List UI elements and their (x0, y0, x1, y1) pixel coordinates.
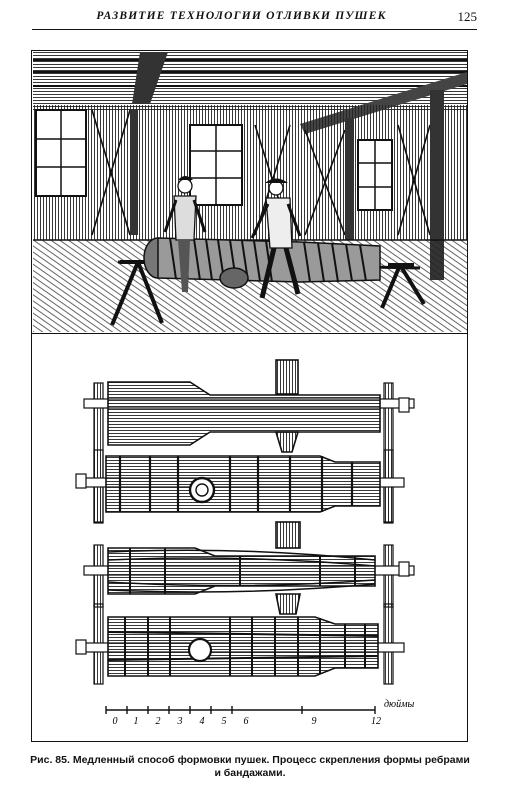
workshop-scene (33, 52, 467, 332)
window (35, 109, 87, 197)
figure-divider (32, 333, 467, 334)
window (357, 139, 393, 211)
back-wall (33, 105, 467, 240)
mold-stage-ribbed (75, 449, 405, 523)
scale-tick-label: 9 (312, 716, 317, 727)
scale-bar: 0 1 2 3 4 5 6 9 12 дюймы (105, 699, 414, 727)
figure-frame (31, 50, 468, 742)
sawhorse (380, 263, 426, 309)
running-title: РАЗВИТИЕ ТЕХНОЛОГИИ ОТЛИВКИ ПУШЕК (96, 10, 387, 22)
window (189, 124, 243, 206)
ceiling-beam (132, 52, 168, 104)
worker-figure (250, 178, 302, 299)
mold-on-spindle (117, 237, 421, 289)
header-rule (32, 29, 477, 30)
figure-caption: Рис. 85. Медленный способ формовки пушек… (30, 754, 470, 779)
scale-tick-label: 3 (177, 716, 183, 727)
scale-tick-label: 1 (134, 716, 139, 727)
scale-tick-label: 12 (371, 716, 381, 727)
page-number: 125 (457, 9, 478, 24)
mold-stage-banded (83, 521, 415, 615)
scale-tick-label: 2 (156, 716, 161, 727)
worker-figure (163, 176, 207, 292)
scale-tick-label: 4 (200, 716, 205, 727)
support-post (430, 90, 444, 280)
support-post (130, 110, 138, 235)
running-header: РАЗВИТИЕ ТЕХНОЛОГИИ ОТЛИВКИ ПУШЕК 125 (32, 8, 477, 30)
scale-tick-label: 6 (244, 716, 249, 727)
scale-tick-label: 0 (113, 716, 118, 727)
support-post (345, 118, 354, 240)
scale-unit-label: дюймы (384, 699, 414, 710)
scale-tick-label: 5 (222, 716, 227, 727)
mold-stage-cage (75, 603, 405, 685)
